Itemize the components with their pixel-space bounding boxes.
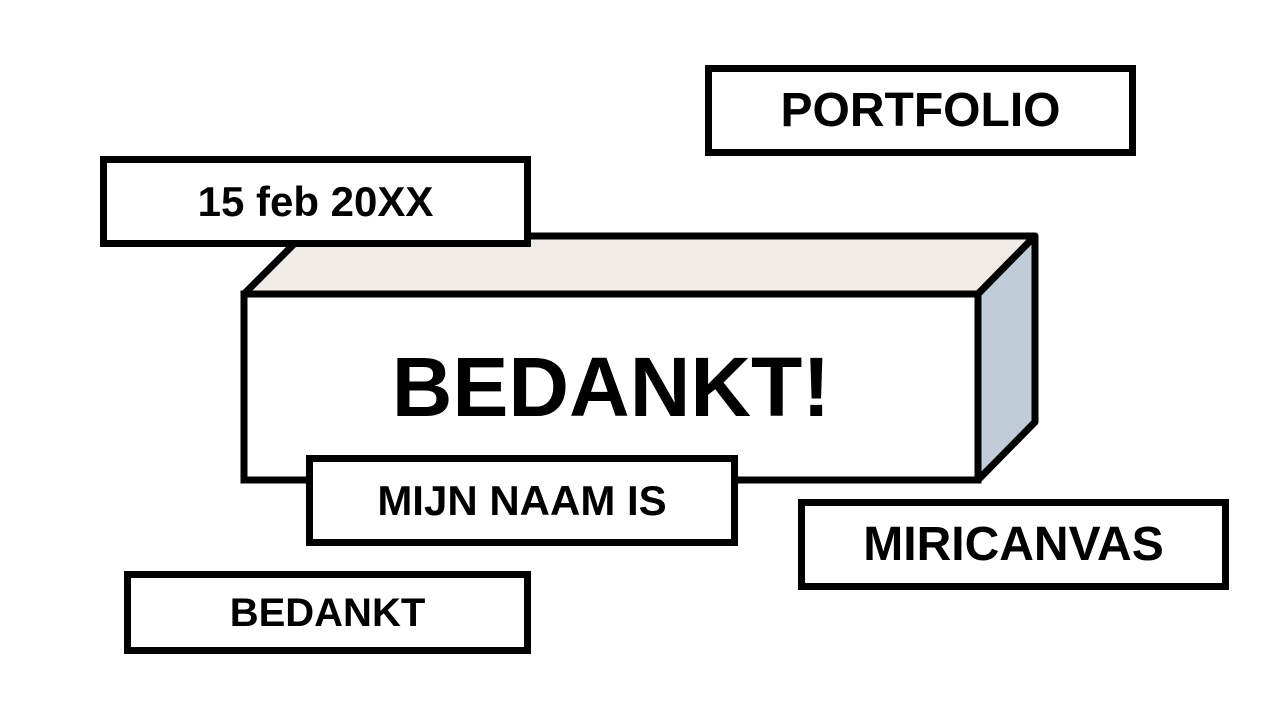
name-prefix-label: MIJN NAAM IS	[306, 455, 738, 546]
date-label: 15 feb 20XX	[100, 156, 531, 247]
footer-label: BEDANKT	[124, 571, 531, 654]
box-front-face	[240, 290, 982, 484]
main-title: BEDANKT!	[391, 340, 831, 434]
name-label: MIRICANVAS	[798, 499, 1229, 590]
portfolio-label: PORTFOLIO	[705, 65, 1136, 156]
